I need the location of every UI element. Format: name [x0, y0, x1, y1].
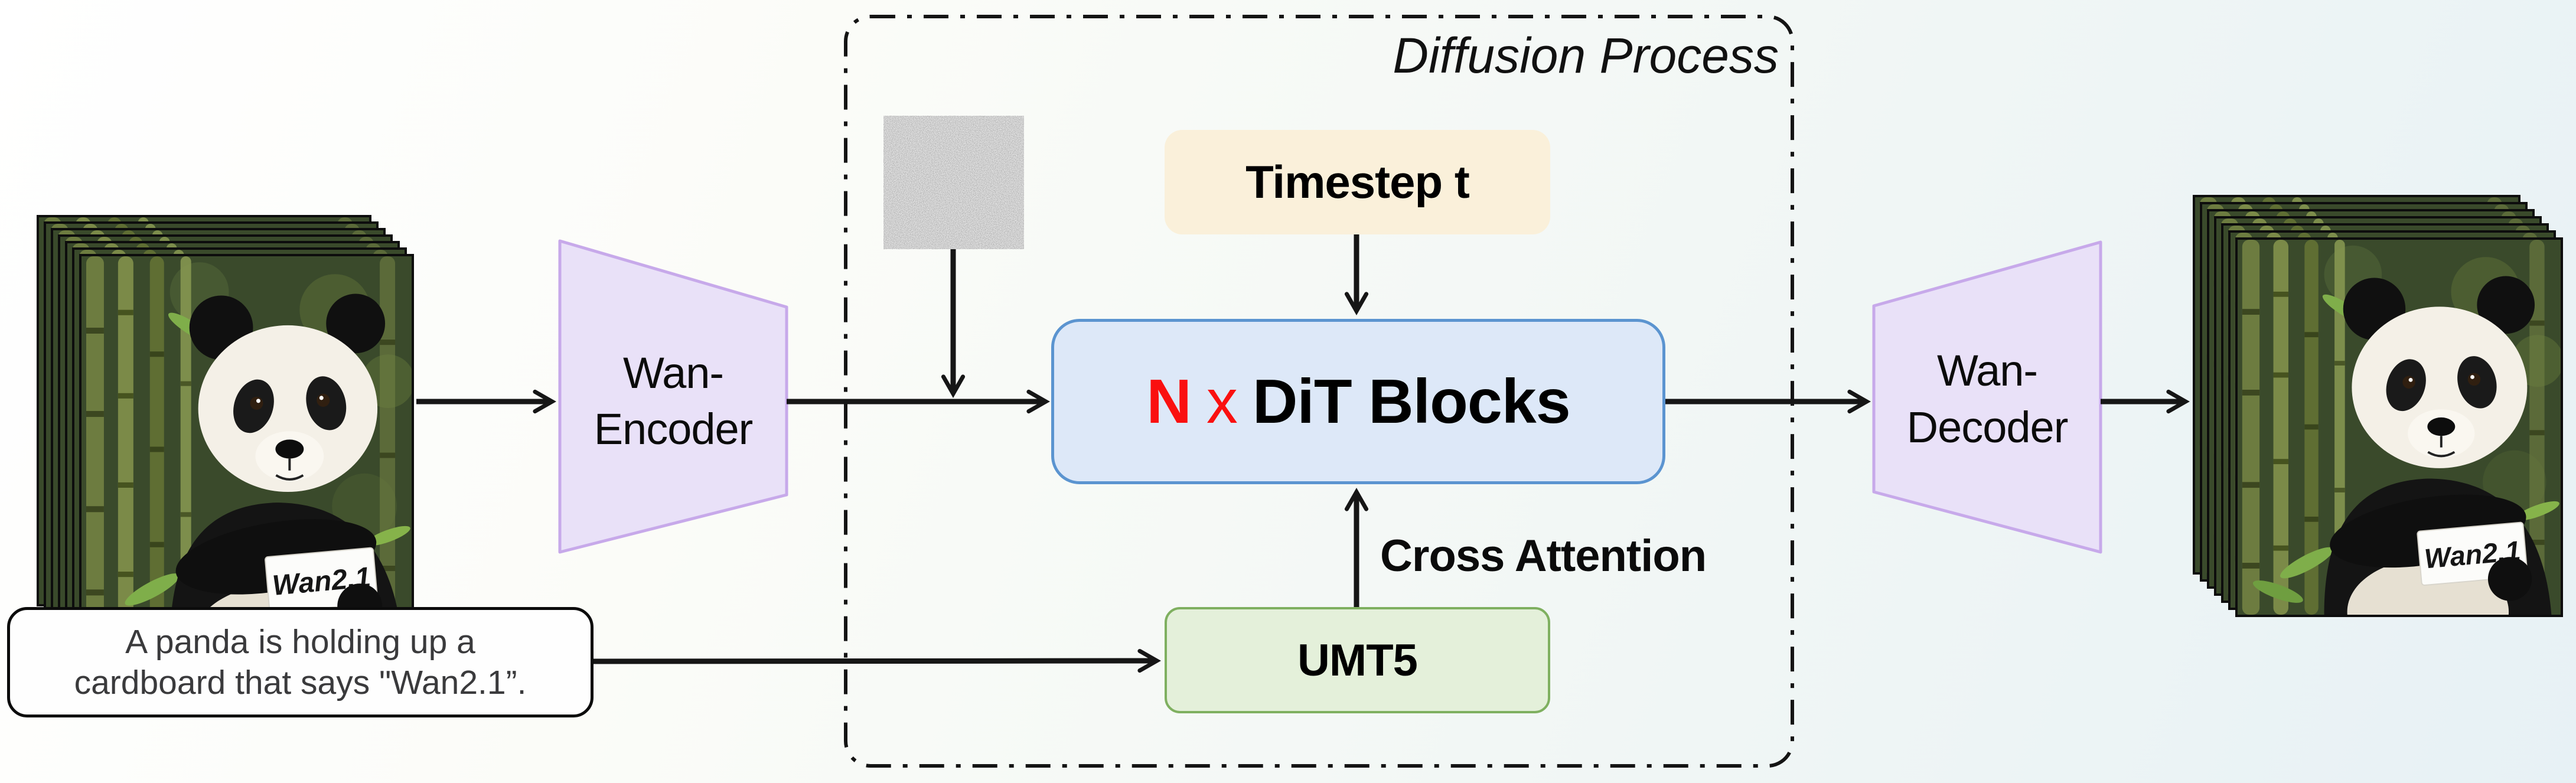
umt5-label: UMT5 — [1297, 635, 1418, 686]
panda: Wan2.1 — [2324, 276, 2552, 615]
dit-blocks-box: N x DiT Blocks — [1051, 319, 1665, 484]
encoder-label-line1: Wan- — [622, 348, 724, 397]
diffusion-process-title: Diffusion Process — [1393, 28, 1779, 83]
timestep-label: Timestep t — [1245, 156, 1470, 208]
prompt-line2: cardboard that says "Wan2.1”. — [74, 663, 527, 702]
diffusion-process-box — [844, 15, 1794, 768]
video-frame: Wan2.1 — [2235, 237, 2563, 617]
bamboo-stalks — [2242, 240, 2559, 615]
wan-decoder-shape — [1872, 240, 2102, 554]
encoder-label-line2: Encoder — [594, 404, 754, 454]
video-frame: Wan2.1 — [79, 254, 414, 645]
bamboo-stalks — [86, 256, 410, 643]
decoder-label-line2: Decoder — [1906, 402, 2069, 452]
prompt-line1: A panda is holding up a — [125, 623, 475, 661]
wan-decoder-label: Wan- Decoder — [1874, 306, 2101, 492]
dit-label: DiT Blocks — [1252, 366, 1571, 436]
wan-encoder-label: Wan- Encoder — [560, 307, 787, 495]
dit-n: N — [1146, 366, 1192, 436]
timestep-box: Timestep t — [1165, 130, 1550, 234]
decoder-label-line1: Wan- — [1936, 346, 2038, 396]
noise-texture — [883, 116, 1024, 249]
dit-times: x — [1206, 366, 1238, 436]
cross-attention-label: Cross Attention — [1380, 531, 1707, 581]
wan-encoder-shape — [558, 239, 788, 554]
panda-scene: Wan2.1 — [81, 256, 412, 643]
prompt-box: A panda is holding up a cardboard that s… — [7, 607, 594, 717]
panda-scene: Wan2.1 — [2238, 240, 2561, 615]
umt5-box: UMT5 — [1165, 607, 1550, 713]
